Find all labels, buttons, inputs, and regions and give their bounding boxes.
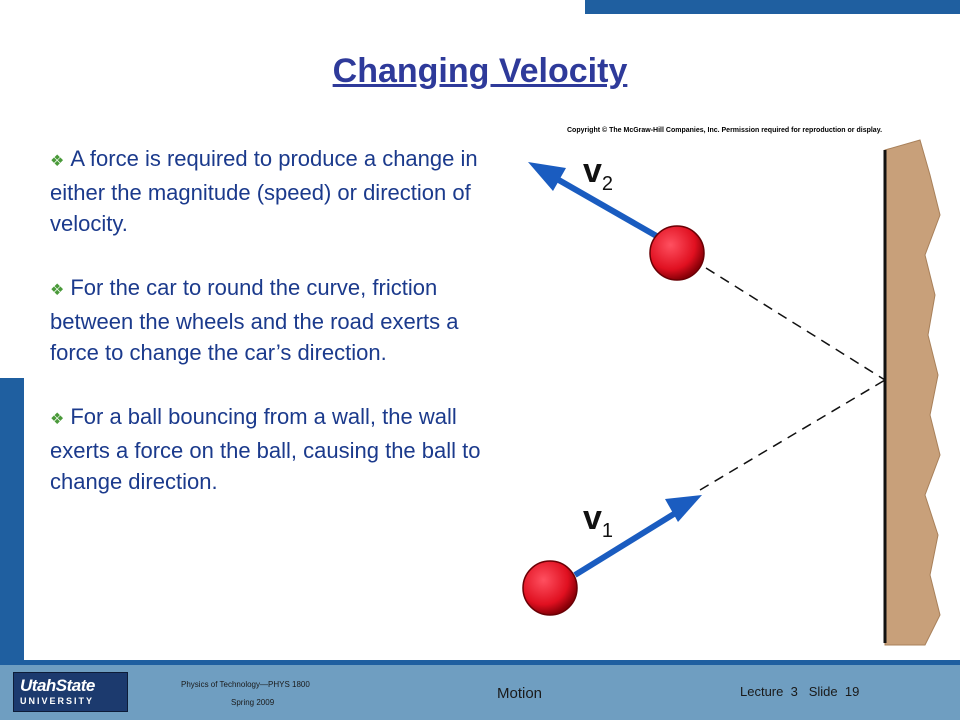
reflection-path-out [705, 267, 886, 381]
footer-bar [0, 665, 960, 720]
university-logo: UtahState UNIVERSITY [13, 672, 128, 712]
bullet-text: For a ball bouncing from a wall, the wal… [50, 404, 481, 494]
copyright-notice: Copyright © The McGraw-Hill Companies, I… [567, 127, 883, 134]
lecture-slide-info: Lecture 3 Slide 19 [740, 684, 859, 699]
diamond-cluster-icon: ❖ [50, 411, 65, 428]
course-name: Physics of Technology—PHYS 1800 [181, 680, 310, 689]
lecture-number: 3 [790, 684, 798, 699]
slide-title: Changing Velocity [332, 52, 628, 90]
diamond-cluster-icon: ❖ [50, 153, 65, 170]
slide-number: 19 [844, 684, 860, 699]
bullet-list: ❖A force is required to produce a change… [50, 143, 490, 530]
top-accent-bar [585, 0, 960, 14]
bullet-item: ❖A force is required to produce a change… [50, 143, 490, 239]
bullet-text: For the car to round the curve, friction… [50, 275, 459, 365]
course-term: Spring 2009 [231, 698, 275, 707]
v2-arrow-head [528, 162, 566, 191]
wall-shape [884, 139, 941, 646]
footer-divider [0, 660, 960, 666]
v2-arrow-shaft [548, 172, 662, 241]
ball-before-bounce [522, 560, 578, 616]
v2-label: v2 [583, 152, 613, 195]
bullet-text: A force is required to produce a change … [50, 146, 478, 236]
ball-after-bounce [649, 225, 705, 281]
diamond-cluster-icon: ❖ [50, 282, 65, 299]
bounce-diagram: v2 v1 [522, 139, 941, 646]
logo-line2: UNIVERSITY [20, 696, 95, 706]
v1-label: v1 [583, 499, 613, 542]
bullet-item: ❖For a ball bouncing from a wall, the wa… [50, 401, 490, 497]
left-accent-band [0, 378, 24, 668]
lecture-label: Lecture [740, 684, 784, 699]
logo-line1: UtahState [20, 676, 95, 695]
section-name: Motion [497, 685, 543, 702]
v1-arrow-shaft [573, 506, 684, 578]
bullet-item: ❖For the car to round the curve, frictio… [50, 272, 490, 368]
v1-arrow-head [665, 495, 702, 522]
reflection-path-in [699, 379, 886, 491]
slide-label: Slide [808, 684, 838, 699]
